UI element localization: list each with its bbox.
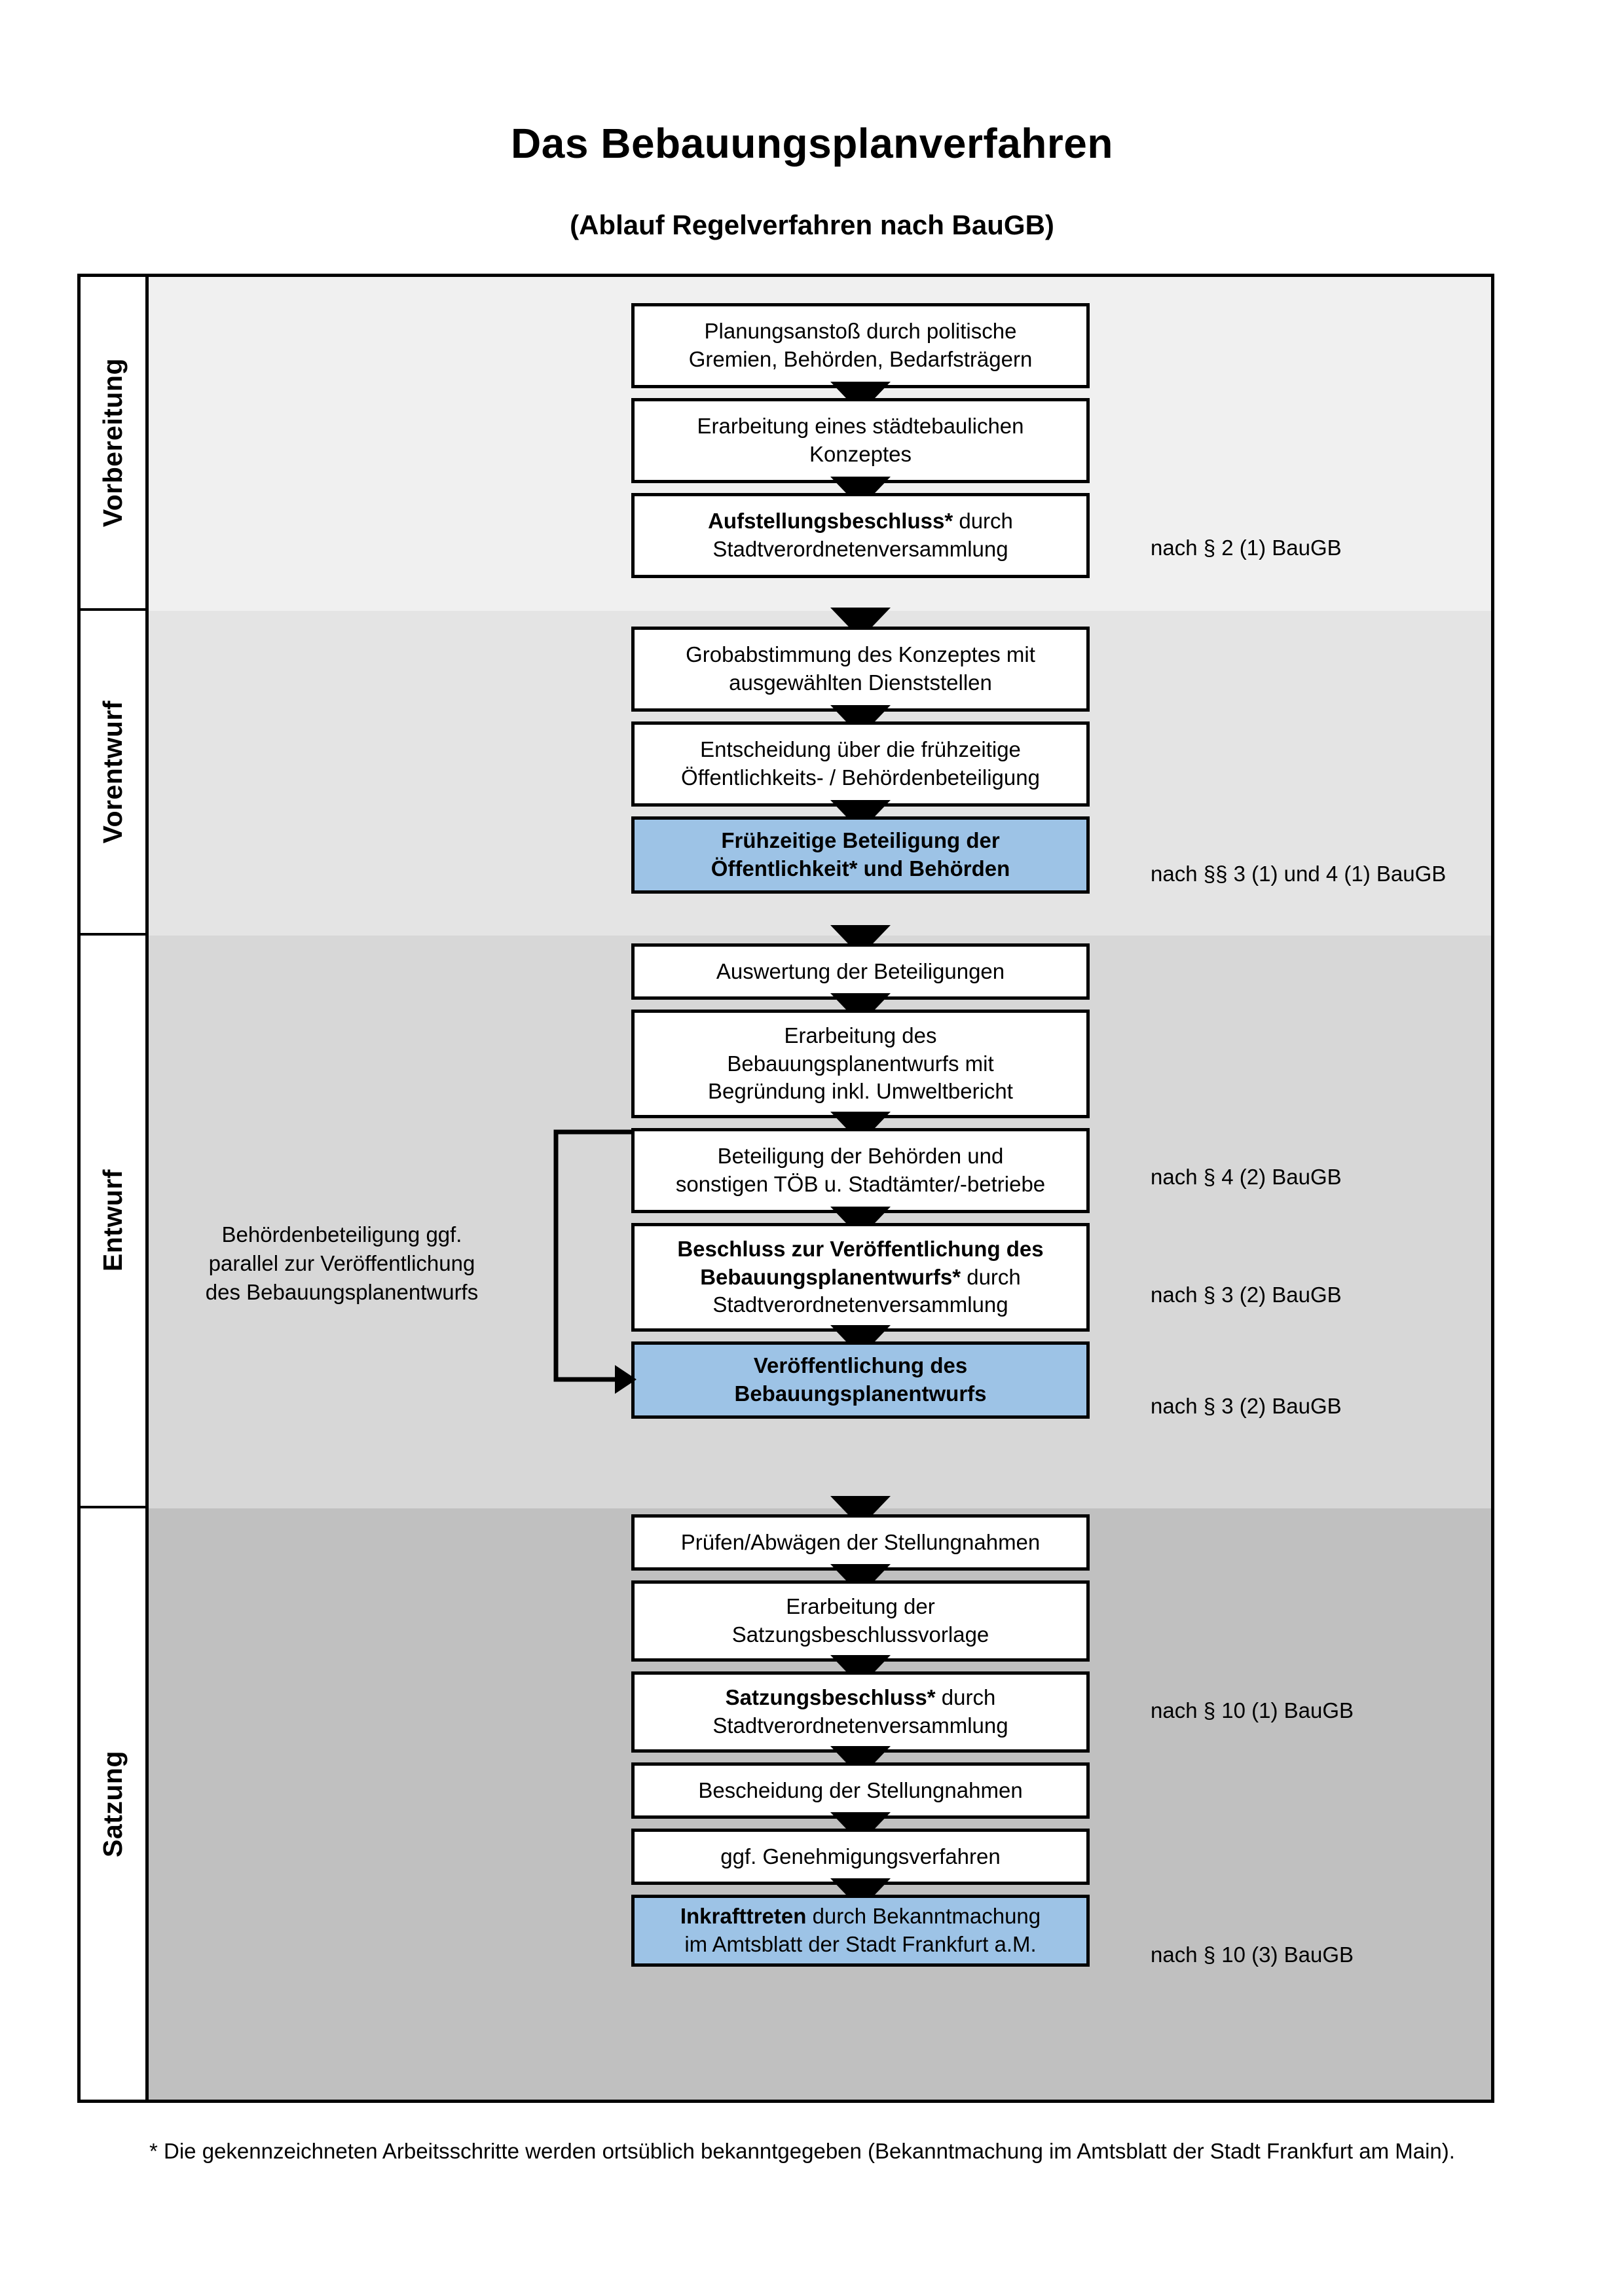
lane-vorbereitung: Vorbereitung: [81, 277, 145, 611]
lane-label-vorbereitung: Vorbereitung: [98, 357, 128, 528]
step-line-regular: durch Bekanntmachung: [806, 1904, 1041, 1929]
step-line: Konzeptes: [809, 442, 912, 466]
band-vorentwurf: Grobabstimmung des Konzeptes mit ausgewä…: [149, 608, 1491, 936]
step-line: sonstigen TÖB u. Stadtämter/-betriebe: [675, 1172, 1046, 1196]
step-box-entscheidung-fruehzeitige-beteiligung[interactable]: Entscheidung über die frühzeitige Öffent…: [631, 721, 1090, 807]
lane-vorentwurf: Vorentwurf: [81, 611, 145, 936]
step-line-regular: durch: [935, 1685, 996, 1710]
step-line: Stadtverordnetenversammlung: [712, 1713, 1008, 1738]
step-box-beschluss-veroeffentlichung[interactable]: Beschluss zur Veröffentlichung des Bebau…: [631, 1223, 1090, 1332]
band-satzung: Prüfen/Abwägen der Stellungnahmen Erarbe…: [149, 1496, 1491, 2100]
step-box-pruefen-abwaegen[interactable]: Prüfen/Abwägen der Stellungnahmen: [631, 1514, 1090, 1571]
legal-ref-3: nach § 4 (2) BauGB: [1151, 1165, 1342, 1189]
step-line: Öffentlichkeits- / Behördenbeteiligung: [681, 765, 1040, 790]
step-line: ausgewählten Dienststellen: [729, 670, 992, 695]
lane-label-entwurf: Entwurf: [98, 1169, 128, 1272]
footnote: * Die gekennzeichneten Arbeitsschritte w…: [149, 2139, 1455, 2163]
step-line: Frühzeitige Beteiligung der: [721, 828, 1000, 853]
step-box-beteiligung-behoerden-toeb[interactable]: Beteiligung der Behörden und sonstigen T…: [631, 1128, 1090, 1213]
lane-label-satzung: Satzung: [98, 1751, 128, 1857]
band-vorbereitung: Planungsanstoß durch politische Gremien,…: [149, 277, 1491, 611]
step-box-genehmigungsverfahren[interactable]: ggf. Genehmigungsverfahren: [631, 1829, 1090, 1885]
step-line-regular: durch: [961, 1264, 1021, 1289]
page-subtitle: (Ablauf Regelverfahren nach BauGB): [570, 210, 1054, 240]
step-box-planungsanstoss[interactable]: Planungsanstoß durch politische Gremien,…: [631, 303, 1090, 388]
step-box-aufstellungsbeschluss[interactable]: Aufstellungsbeschluss* durch Stadtverord…: [631, 493, 1090, 578]
step-line: Gremien, Behörden, Bedarfsträgern: [688, 347, 1033, 371]
step-line: Erarbeitung des: [784, 1023, 937, 1048]
legal-ref-7: nach § 10 (3) BauGB: [1151, 1942, 1354, 1967]
lane-satzung: Satzung: [81, 1508, 145, 2100]
step-box-veroeffentlichung-entwurf[interactable]: Veröffentlichung des Bebauungsplanentwur…: [631, 1341, 1090, 1419]
step-line: ggf. Genehmigungsverfahren: [720, 1844, 1001, 1868]
side-note-behoerdenbeteiligung: Behördenbeteiligung ggf. parallel zur Ve…: [198, 1220, 486, 1307]
step-line: Bebauungsplanentwurfs mit: [727, 1051, 994, 1076]
step-line: Entscheidung über die frühzeitige: [700, 737, 1021, 762]
legal-ref-1: nach § 2 (1) BauGB: [1151, 536, 1342, 560]
band-column: Planungsanstoß durch politische Gremien,…: [149, 277, 1491, 2100]
step-line: Begründung inkl. Umweltbericht: [708, 1079, 1013, 1104]
step-line-bold: Beschluss zur Veröffentlichung des: [677, 1236, 1044, 1261]
side-note-line: Bebauungsplanentwurfs: [246, 1280, 479, 1305]
bypass-connector-arrow: [553, 1129, 637, 1394]
step-line: Aufstellungsbeschluss* durch: [708, 507, 1013, 536]
step-box-bescheidung-stellungnahmen[interactable]: Bescheidung der Stellungnahmen: [631, 1762, 1090, 1819]
side-note-line: Behördenbeteiligung: [221, 1222, 420, 1247]
step-line: Erarbeitung eines städtebaulichen: [697, 414, 1024, 439]
step-line-bold: Bebauungsplanentwurfs*: [700, 1264, 961, 1289]
page-title: Das Bebauungsplanverfahren: [511, 120, 1113, 167]
step-line-bold: Satzungsbeschluss*: [725, 1685, 936, 1710]
lane-entwurf: Entwurf: [81, 936, 145, 1508]
step-line: Bescheidung der Stellungnahmen: [698, 1777, 1023, 1802]
step-line-regular: durch: [953, 509, 1013, 534]
step-line: Öffentlichkeit* und Behörden: [710, 856, 1010, 881]
step-line: Beteiligung der Behörden und: [717, 1144, 1004, 1169]
step-box-erarbeitung-bebauungsplanentwurf[interactable]: Erarbeitung des Bebauungsplanentwurfs mi…: [631, 1010, 1090, 1118]
step-line: Stadtverordnetenversammlung: [712, 537, 1008, 561]
step-line: Grobabstimmung des Konzeptes mit: [686, 642, 1035, 667]
step-line: Auswertung der Beteiligungen: [716, 958, 1005, 983]
step-box-grobabstimmung[interactable]: Grobabstimmung des Konzeptes mit ausgewä…: [631, 627, 1090, 712]
lane-label-column: Vorbereitung Vorentwurf Entwurf Satzung: [81, 277, 149, 2100]
band-entwurf: Auswertung der Beteiligungen Erarbeitung…: [149, 925, 1491, 1508]
step-box-fruehzeitige-beteiligung[interactable]: Frühzeitige Beteiligung der Öffentlichke…: [631, 816, 1090, 894]
side-note-line: Veröffentlichung des: [205, 1251, 475, 1305]
legal-ref-4: nach § 3 (2) BauGB: [1151, 1283, 1342, 1307]
side-note-line: ggf. parallel zur: [208, 1222, 462, 1276]
step-line: Planungsanstoß durch politische: [704, 319, 1017, 344]
step-box-staedtebauliches-konzept[interactable]: Erarbeitung eines städtebaulichen Konzep…: [631, 398, 1090, 483]
step-line: im Amtsblatt der Stadt Frankfurt a.M.: [684, 1932, 1037, 1956]
legal-ref-6: nach § 10 (1) BauGB: [1151, 1698, 1354, 1722]
legal-ref-2: nach §§ 3 (1) und 4 (1) BauGB: [1151, 862, 1447, 886]
step-box-erarbeitung-satzungsbeschlussvorlage[interactable]: Erarbeitung der Satzungsbeschlussvorlage: [631, 1580, 1090, 1662]
lane-label-vorentwurf: Vorentwurf: [98, 700, 128, 844]
step-line: Veröffentlichung des: [753, 1353, 968, 1378]
legal-ref-5: nach § 3 (2) BauGB: [1151, 1394, 1342, 1418]
step-box-inkrafttreten[interactable]: Inkrafttreten durch Bekanntmachung im Am…: [631, 1895, 1090, 1967]
step-box-satzungsbeschluss[interactable]: Satzungsbeschluss* durch Stadtverordnete…: [631, 1671, 1090, 1753]
flowchart-frame: Vorbereitung Vorentwurf Entwurf Satzung …: [77, 274, 1494, 2103]
step-line-bold: Aufstellungsbeschluss*: [708, 509, 953, 534]
step-line-bold: Inkrafttreten: [680, 1904, 807, 1929]
step-box-auswertung-beteiligungen[interactable]: Auswertung der Beteiligungen: [631, 943, 1090, 1000]
step-line: Stadtverordnetenversammlung: [712, 1292, 1008, 1317]
step-line: Bebauungsplanentwurfs: [734, 1381, 987, 1406]
step-line: Prüfen/Abwägen der Stellungnahmen: [680, 1529, 1041, 1554]
step-line: Satzungsbeschlussvorlage: [731, 1622, 989, 1647]
step-line: Erarbeitung der: [786, 1594, 935, 1619]
